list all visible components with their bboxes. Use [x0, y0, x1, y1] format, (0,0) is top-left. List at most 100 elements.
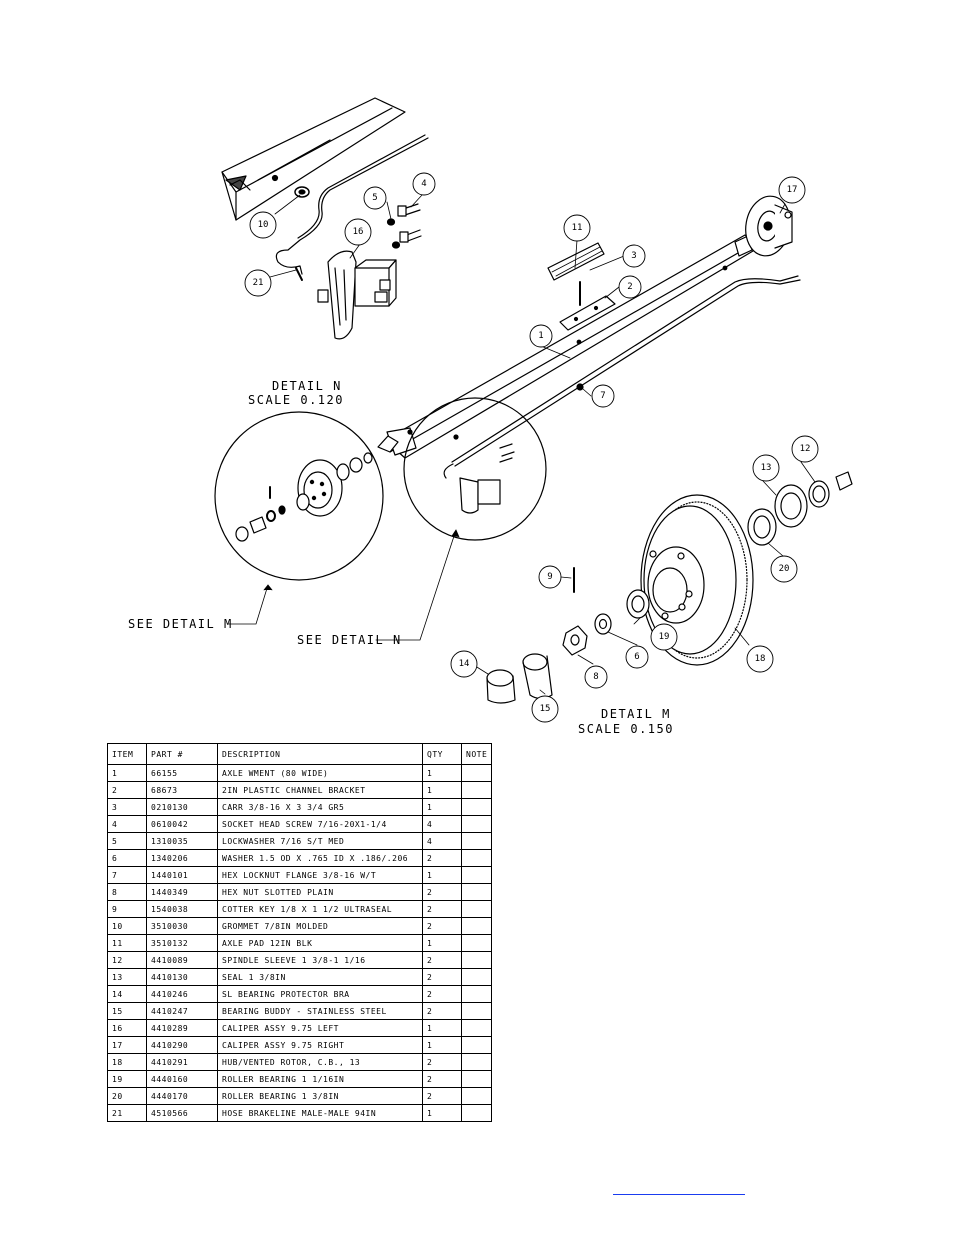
balloon-11: 11	[572, 223, 583, 233]
balloon-10: 10	[258, 220, 269, 230]
cell-part-number: 4440160	[146, 1070, 218, 1088]
balloon-20: 20	[779, 564, 790, 574]
cell-note	[461, 917, 492, 935]
cell-description: SOCKET HEAD SCREW 7/16-20X1-1/4	[217, 815, 423, 833]
cell-note	[461, 1019, 492, 1037]
cell-note	[461, 951, 492, 969]
balloon-5: 5	[372, 193, 377, 203]
cell-item: 15	[107, 1002, 147, 1020]
cell-description: SPINDLE SLEEVE 1 3/8-1 1/16	[217, 951, 423, 969]
cell-description: CALIPER ASSY 9.75 RIGHT	[217, 1036, 423, 1054]
cell-qty: 1	[422, 1036, 462, 1054]
footer-link[interactable]	[613, 1182, 745, 1195]
cell-description: CALIPER ASSY 9.75 LEFT	[217, 1019, 423, 1037]
cell-qty: 1	[422, 1104, 462, 1122]
cell-qty: 4	[422, 815, 462, 833]
cell-item: 11	[107, 934, 147, 952]
cell-note	[461, 781, 492, 799]
cell-qty: 4	[422, 832, 462, 850]
cell-description: HEX NUT SLOTTED PLAIN	[217, 883, 423, 901]
cell-note	[461, 866, 492, 884]
cell-description: ROLLER BEARING 1 3/8IN	[217, 1087, 423, 1105]
cell-note	[461, 1070, 492, 1088]
socket-head-screws	[397, 203, 422, 243]
cell-part-number: 3510030	[146, 917, 218, 935]
table-header-row: ITEM PART # DESCRIPTION QTY NOTE	[107, 743, 492, 765]
cell-part-number: 0210130	[146, 798, 218, 816]
header-qty: QTY	[422, 743, 462, 765]
cell-description: 2IN PLASTIC CHANNEL BRACKET	[217, 781, 423, 799]
cell-item: 4	[107, 815, 147, 833]
cell-note	[461, 900, 492, 918]
cell-part-number: 4510566	[146, 1104, 218, 1122]
cell-note	[461, 1036, 492, 1054]
balloon-8: 8	[593, 672, 598, 682]
cell-item: 16	[107, 1019, 147, 1037]
cell-note	[461, 764, 492, 782]
cell-part-number: 0610042	[146, 815, 218, 833]
header-note: NOTE	[461, 743, 492, 765]
cell-qty: 2	[422, 985, 462, 1003]
rotor	[640, 494, 754, 666]
cell-item: 14	[107, 985, 147, 1003]
cell-item: 13	[107, 968, 147, 986]
cell-description: AXLE PAD 12IN BLK	[217, 934, 423, 952]
cell-part-number: 68673	[146, 781, 218, 799]
bearings-and-seals	[626, 471, 853, 619]
cell-part-number: 3510132	[146, 934, 218, 952]
bearing-buddy	[486, 653, 553, 704]
cell-item: 6	[107, 849, 147, 867]
balloon-16: 16	[353, 227, 364, 237]
cell-part-number: 4410289	[146, 1019, 218, 1037]
cell-qty: 2	[422, 900, 462, 918]
cell-item: 1	[107, 764, 147, 782]
axle-right-end	[734, 195, 793, 257]
balloon-17: 17	[787, 185, 798, 195]
cell-part-number: 66155	[146, 764, 218, 782]
cell-description: AXLE WMENT (80 WIDE)	[217, 764, 423, 782]
see-detail-n-callout: SEE DETAIL N	[297, 633, 402, 647]
cell-part-number: 4410290	[146, 1036, 218, 1054]
detail-n-scale: SCALE 0.120	[248, 393, 344, 407]
balloon-4: 4	[421, 179, 426, 189]
cell-item: 19	[107, 1070, 147, 1088]
balloon-6: 6	[634, 652, 639, 662]
cell-part-number: 4410089	[146, 951, 218, 969]
header-part-number: PART #	[146, 743, 218, 765]
cell-note	[461, 815, 492, 833]
cell-item: 2	[107, 781, 147, 799]
cell-note	[461, 1053, 492, 1071]
lockwashers	[386, 218, 401, 249]
cell-note	[461, 1104, 492, 1122]
grommet	[294, 186, 310, 198]
axle-brakeline	[443, 275, 801, 479]
cell-qty: 2	[422, 1070, 462, 1088]
cell-item: 7	[107, 866, 147, 884]
cell-note	[461, 985, 492, 1003]
cell-qty: 1	[422, 764, 462, 782]
cell-qty: 2	[422, 849, 462, 867]
cell-item: 21	[107, 1104, 147, 1122]
cell-part-number: 1340206	[146, 849, 218, 867]
balloon-7: 7	[600, 391, 605, 401]
cell-qty: 2	[422, 1002, 462, 1020]
cell-description: BEARING BUDDY - STAINLESS STEEL	[217, 1002, 423, 1020]
cell-part-number: 4410291	[146, 1053, 218, 1071]
cell-item: 20	[107, 1087, 147, 1105]
